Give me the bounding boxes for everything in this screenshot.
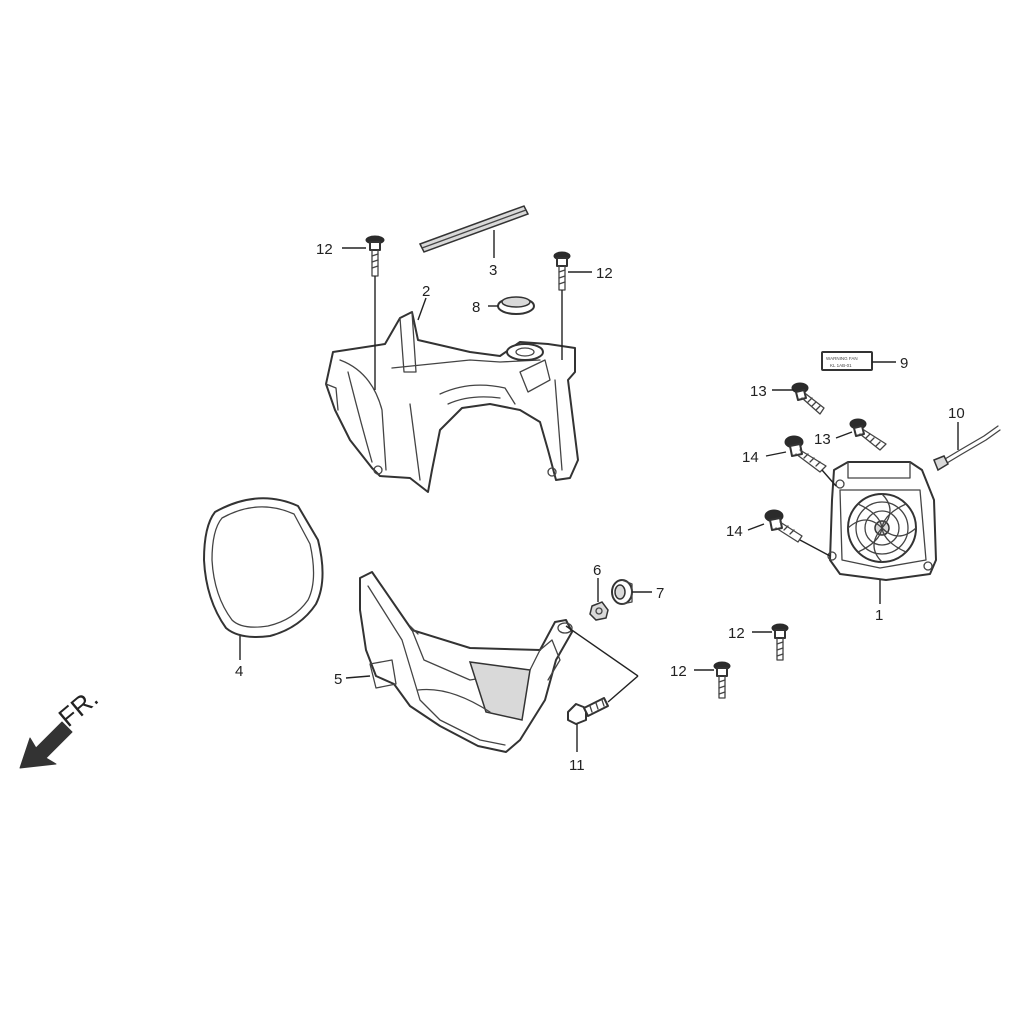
callout-8: 8 [472,299,480,316]
callout-13-upper: 13 [750,383,767,400]
callout-1: 1 [875,607,883,624]
screw-13-upper [791,382,825,415]
wire-clip-part-10 [933,425,1001,472]
callout-14-upper: 14 [742,449,759,466]
screw-12-top-left [365,235,385,277]
callout-12-lower-lower: 12 [670,663,687,680]
callout-12-lower-upper: 12 [728,625,745,642]
callout-10: 10 [948,405,965,422]
callout-9: 9 [900,355,908,372]
sticker-line2: KL 1AB-01 [830,363,852,368]
screw-12-top-right [553,251,571,291]
callout-12-top-right: 12 [596,265,613,282]
screw-12-lower-lower [713,661,731,699]
leader-lines [239,230,959,752]
callout-2: 2 [422,283,430,300]
callout-13-right: 13 [814,431,831,448]
callout-labels: 12 3 12 8 2 9 13 13 10 14 14 1 6 7 4 5 1… [235,241,965,774]
gasket-part-4 [203,497,324,638]
grommet-part-7 [611,579,633,605]
lower-cover-part-5 [359,571,573,753]
screw-14-upper [784,435,827,473]
screw-12-lower-upper [771,623,789,661]
sticker-line1: WARNING FAN [826,356,858,361]
callout-11: 11 [569,757,585,774]
fan-cover-part-1 [827,461,937,581]
screw-14-lower [764,509,803,543]
nut-part-6 [589,601,609,621]
grommet-part-8 [497,296,535,315]
upper-shroud-part-2 [325,311,579,493]
callout-6: 6 [593,562,601,579]
callout-12-top-left: 12 [316,241,333,258]
screw-13-right [849,418,887,451]
label-sticker-part-9: WARNING FAN KL 1AB-01 [821,351,873,371]
front-direction-arrow: FR. [19,683,104,769]
bolt-part-11 [567,697,609,725]
front-arrow-icon [19,721,73,769]
callout-3: 3 [489,262,497,279]
callout-5: 5 [334,671,342,688]
callout-14-lower: 14 [726,523,743,540]
callout-4: 4 [235,663,243,680]
seal-strip-part-3 [418,205,530,253]
callout-7: 7 [656,585,664,602]
